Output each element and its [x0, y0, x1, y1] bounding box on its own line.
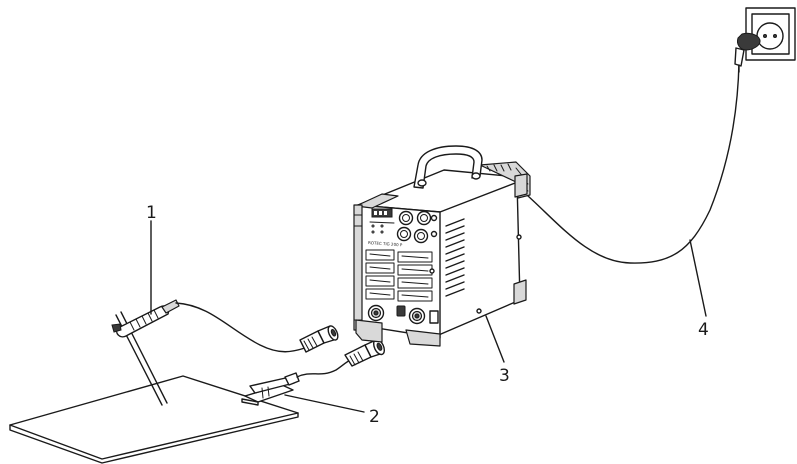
welding-machine: ROTEC TIG 200 P [353, 145, 531, 347]
callout-4-label: 4 [698, 320, 709, 340]
earth-cable-connector [344, 338, 385, 367]
callout-4-leader [689, 239, 707, 317]
earth-cable [296, 358, 353, 378]
side-vents [445, 218, 465, 297]
callout-2-leader [284, 394, 365, 413]
front-vents [365, 249, 433, 302]
mains-plug [734, 32, 761, 73]
electrode-holder [111, 299, 180, 338]
earth-clamp [241, 372, 300, 406]
machine-label: ROTEC TIG 200 P [368, 240, 403, 247]
callout-1-label: 1 [146, 203, 157, 223]
callout-3-label: 3 [499, 366, 510, 386]
callout-2-label: 2 [369, 407, 380, 427]
electrode-cable-connector [299, 325, 339, 353]
callout-3-leader [485, 315, 505, 363]
electrode-cable [175, 302, 306, 353]
output-sockets [367, 304, 439, 325]
control-knob-icon [396, 210, 438, 244]
mains-cable [527, 61, 740, 264]
workpiece-plate [9, 375, 299, 464]
